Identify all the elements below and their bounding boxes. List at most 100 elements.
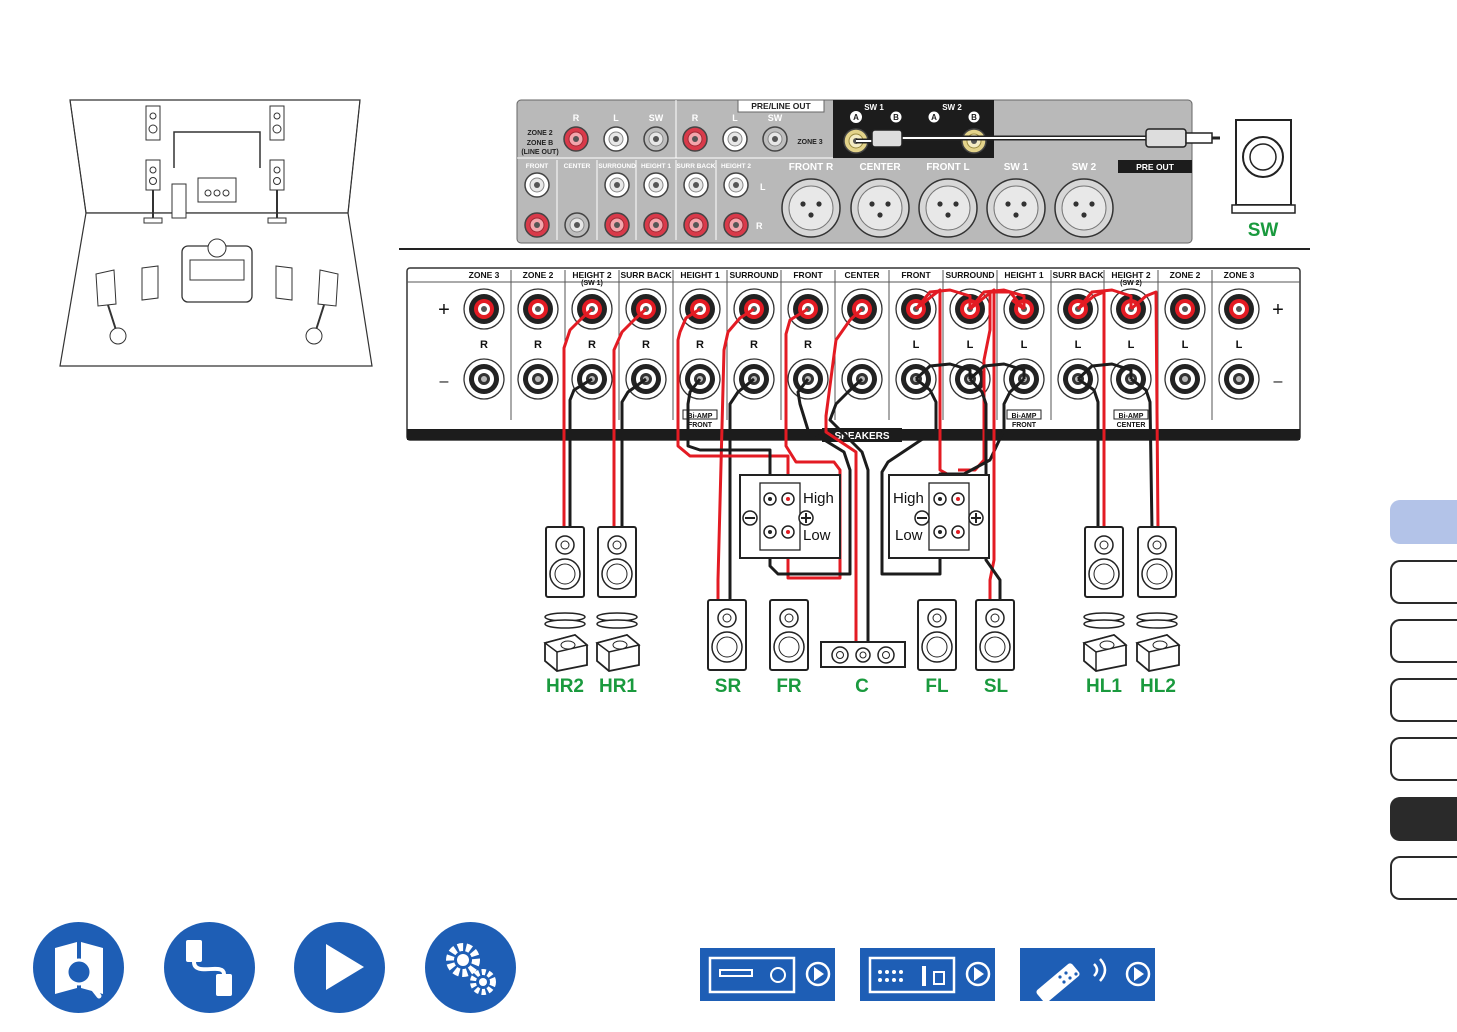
xlr-label-0: FRONT R (789, 162, 834, 173)
biamp-badge-3-sub: CENTER (1117, 422, 1146, 429)
room-sofa (181, 238, 253, 303)
channel-letter-6: R (804, 339, 812, 351)
speakers-panel: SPEAKERS ZONE 3 ZONE 2 HEIGHT 2 SURR BACK HE… (406, 267, 1301, 442)
channel-letter-12: L (1128, 339, 1135, 351)
xlr-label-2: FRONT L (926, 162, 969, 173)
preout-header-1: CENTER (564, 163, 591, 170)
height-speaker-2 (1084, 526, 1124, 598)
pre-out-label: PRE OUT (1136, 162, 1175, 172)
speaker-header-12: HEIGHT 2 (1111, 270, 1150, 280)
subheader-sw2: (SW 2) (1120, 280, 1142, 287)
speaker-label-hl1: HL1 (1086, 676, 1122, 697)
remote-controller-button[interactable] (1020, 948, 1155, 1003)
preout-side-l: L (760, 182, 766, 192)
side-tab-7[interactable] (1390, 856, 1457, 900)
top-jack-label-0: R (573, 113, 580, 123)
side-tab-3[interactable] (1390, 619, 1457, 663)
room-center-speaker (197, 177, 237, 203)
speaker-header-4: HEIGHT 1 (680, 270, 719, 280)
speaker-header-6: FRONT (793, 270, 823, 280)
speaker-header-0: ZONE 3 (469, 270, 500, 280)
preout-header-5: HEIGHT 2 (721, 163, 751, 170)
remote-icon (1036, 958, 1151, 1003)
channel-letter-8: L (913, 339, 920, 351)
speaker-header-13: ZONE 2 (1170, 270, 1201, 280)
playback-button[interactable] (294, 922, 385, 1013)
biamp-badge-1: Bi-AMP (688, 413, 713, 420)
preout-side-r: R (756, 221, 763, 231)
side-tab-6-active[interactable] (1390, 797, 1457, 841)
floor-speaker-1 (769, 599, 809, 671)
biamp-speaker-left: High Low (888, 474, 990, 559)
speaker-label-fl: FL (925, 676, 949, 697)
room-front-speaker-left (143, 159, 163, 224)
setup-button[interactable] (425, 922, 516, 1013)
front-panel-icon (708, 956, 831, 994)
room-height-speaker-left (145, 105, 161, 141)
speaker-label-hr1: HR1 (599, 676, 637, 697)
preout-header-0: FRONT (526, 163, 548, 170)
side-tab-5[interactable] (1390, 737, 1457, 781)
sw1-label: SW 1 (864, 103, 884, 112)
speaker-header-3: SURR BACK (621, 270, 673, 280)
room-subwoofer (171, 183, 187, 219)
rear-panel-icon (868, 956, 991, 994)
biamp-high-label-left: High (893, 490, 924, 507)
channel-letter-1: R (534, 339, 542, 351)
channel-letter-0: R (480, 339, 488, 351)
subwoofer-illustration (1231, 119, 1296, 214)
speaker-label-hl2: HL2 (1140, 676, 1176, 697)
speaker-label-hr2: HR2 (546, 676, 584, 697)
side-tab-1[interactable] (1390, 500, 1457, 544)
connections-button[interactable] (164, 922, 255, 1013)
speaker-label-c: C (855, 676, 869, 697)
floor-speaker-2 (917, 599, 957, 671)
xlr-label-4: SW 2 (1072, 162, 1097, 173)
dolby-enabled-speaker-0 (544, 612, 588, 672)
height-speaker-3 (1137, 526, 1177, 598)
preout-header-2: SURROUND (598, 163, 636, 170)
manual-book-icon (55, 942, 103, 999)
zoneb-label: ZONE B (527, 140, 553, 147)
speaker-label-sr: SR (715, 676, 742, 697)
preout-header-4: SURR BACK (677, 163, 716, 170)
minus-left: – (440, 373, 449, 390)
top-jack-label-4: L (732, 113, 738, 123)
speaker-header-10: HEIGHT 1 (1004, 270, 1043, 280)
channel-letter-9: L (967, 339, 974, 351)
speaker-header-8: FRONT (901, 270, 931, 280)
biamp-low-label-right: Low (803, 527, 831, 544)
front-panel-button[interactable] (700, 948, 835, 1001)
biamp-high-label-right: High (803, 490, 834, 507)
channel-letter-3: R (642, 339, 650, 351)
room-height-speaker-right (269, 105, 285, 141)
preout-header-3: HEIGHT 1 (641, 163, 671, 170)
room-layout-illustration (59, 99, 373, 367)
dolby-enabled-speaker-2 (1083, 612, 1127, 672)
speaker-label-sl: SL (984, 676, 1009, 697)
port-a2-label: A (931, 113, 937, 122)
channel-letter-10: L (1021, 339, 1028, 351)
room-surround-speaker-left (141, 265, 159, 301)
room-surround-speaker-right (275, 265, 293, 301)
speaker-label-fr: FR (776, 676, 802, 697)
top-jack-label-2: SW (649, 113, 664, 123)
top-jack-label-3: R (692, 113, 699, 123)
subwoofer-label: SW (1248, 220, 1279, 241)
subwoofer-cable (856, 128, 1220, 148)
biamp-badge-2: Bi-AMP (1012, 413, 1037, 420)
side-tab-2[interactable] (1390, 560, 1457, 604)
rear-panel-button[interactable] (860, 948, 995, 1001)
manual-contents-button[interactable] (33, 922, 124, 1013)
floor-speaker-3 (975, 599, 1015, 671)
channel-letter-13: L (1182, 339, 1189, 351)
biamp-low-label-left: Low (895, 527, 923, 544)
room-back-speaker-right (305, 269, 339, 345)
speakers-bar-title: SPEAKERS (834, 431, 889, 442)
top-jack-label-5: SW (768, 113, 783, 123)
play-icon (326, 944, 364, 990)
side-tab-4[interactable] (1390, 678, 1457, 722)
biamp-badge-1-sub: FRONT (688, 422, 713, 429)
